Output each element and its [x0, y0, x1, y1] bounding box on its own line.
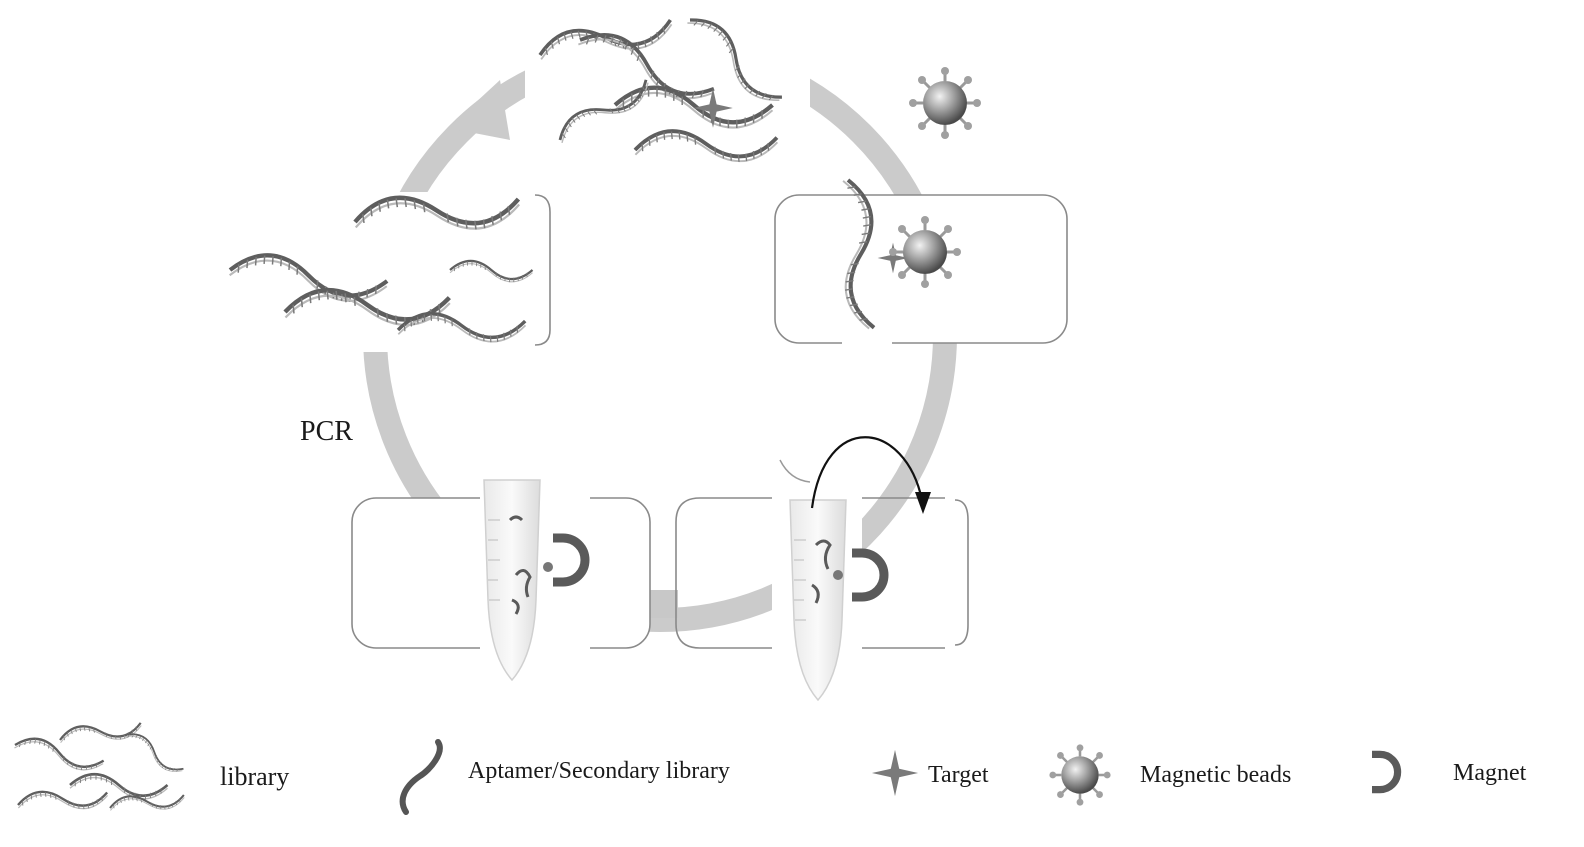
legend-beads-label: Magnetic beads [1140, 762, 1291, 788]
separation-panel-left [351, 400, 651, 681]
legend-magnet-label: Magnet [1453, 760, 1527, 786]
legend-aptamer-label: Aptamer/Secondary library [468, 758, 730, 784]
pcr-label: PCR [300, 416, 353, 447]
magnetic-bead-icon [907, 65, 983, 141]
binding-panel [774, 175, 1068, 350]
panel-connector [648, 590, 678, 618]
legend-target-label: Target [928, 762, 989, 788]
magnetic-bead-icon-legend [1048, 743, 1112, 807]
target-star-icon-legend [871, 749, 919, 797]
secondary-library-panel [228, 181, 551, 352]
library-with-target-panel [525, 3, 810, 173]
separation-panel-right [675, 436, 969, 710]
dna-strand-icon [399, 739, 443, 815]
transfer-arrow-icon [810, 436, 931, 514]
library-icon [11, 712, 189, 820]
legend-library-label: library [220, 762, 289, 791]
legend: library Aptamer/Secondary library Target… [11, 712, 1527, 820]
magnet-icon-legend [1372, 754, 1398, 789]
